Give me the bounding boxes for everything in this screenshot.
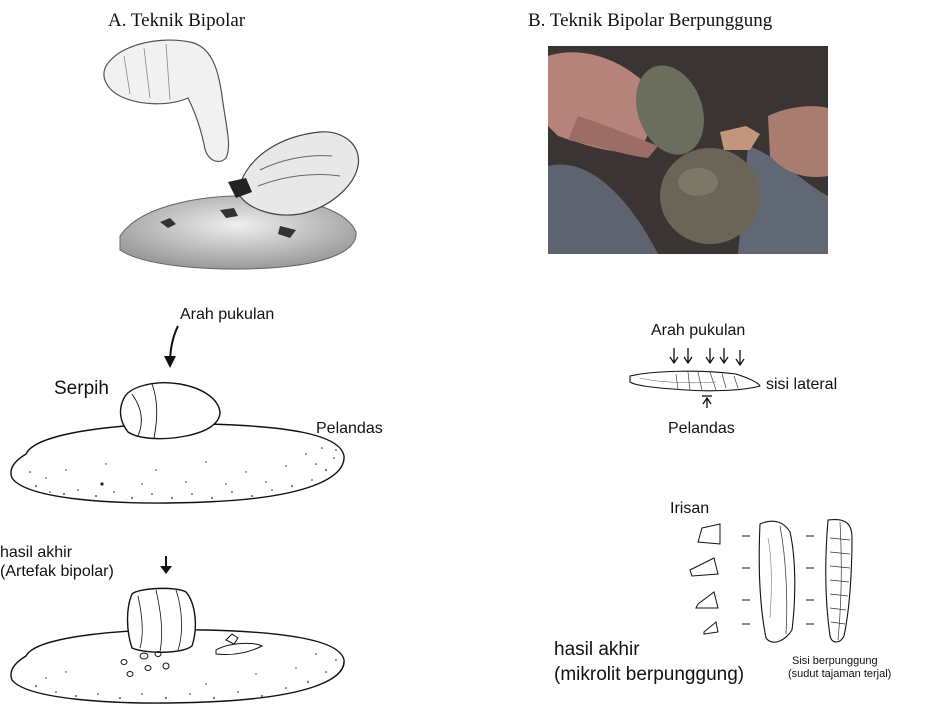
strike-direction-arrow — [160, 324, 200, 374]
hand-striking-illustration — [100, 36, 360, 276]
label-artefak-bipolar: (Artefak bipolar) — [0, 563, 114, 581]
label-hasil-akhir-a: hasil akhir — [0, 544, 72, 562]
result-arrow-a — [156, 554, 176, 576]
label-pelandas-b: Pelandas — [668, 420, 735, 438]
anvil-with-bipolar-artefact-diagram — [6, 584, 356, 718]
label-hasil-akhir-b: hasil akhir — [554, 639, 640, 661]
label-sudut-tajaman-terjal: (sudut tajaman terjal) — [788, 668, 891, 681]
label-sisi-berpunggung: Sisi berpunggung — [792, 655, 878, 668]
bipolar-technique-photo — [548, 46, 828, 254]
lateral-edge-flake-diagram — [626, 368, 766, 398]
label-irisan: Irisan — [670, 500, 709, 518]
label-arah-pukulan-a: Arah pukulan — [180, 306, 274, 324]
panel-b-title: B. Teknik Bipolar Berpunggung — [528, 10, 772, 32]
label-arah-pukulan-b: Arah pukulan — [651, 322, 745, 340]
anvil-contact-arrow — [700, 394, 714, 410]
panel-a-title: A. Teknik Bipolar — [108, 10, 245, 32]
anvil-with-flake-diagram — [6, 374, 356, 514]
microlith-cross-sections-diagram — [680, 518, 880, 648]
label-sisi-lateral: sisi lateral — [766, 376, 837, 394]
multiple-strike-arrows — [668, 346, 758, 370]
label-mikrolit-berpunggung: (mikrolit berpunggung) — [554, 664, 744, 686]
